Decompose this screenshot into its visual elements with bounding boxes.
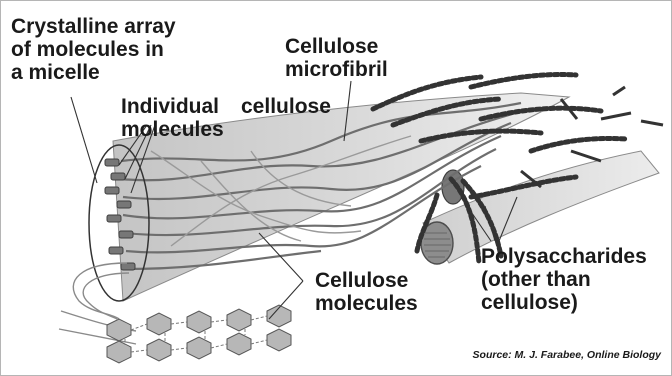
label-polysaccharides-line2: (other than — [481, 268, 647, 291]
label-crystalline-line3: a micelle — [11, 61, 176, 84]
label-cellulose-molecules: Cellulose molecules — [315, 269, 418, 315]
glucose-chain — [107, 305, 291, 363]
label-individual: Individual — [121, 95, 224, 118]
label-cellulose-word: cellulose — [241, 95, 331, 118]
label-cellulose-molecules-line2: molecules — [315, 292, 418, 315]
source-credit: Source: M. J. Farabee, Online Biology — [473, 349, 661, 361]
label-individual-molecules: Individual molecules — [121, 95, 224, 141]
label-cellulose-microfibril: Cellulose microfibril — [285, 35, 388, 81]
label-crystalline-array: Crystalline array of molecules in a mice… — [11, 15, 176, 84]
label-crystalline-line2: of molecules in — [11, 38, 176, 61]
label-microfibril-line1: Cellulose — [285, 35, 388, 58]
leader-crystalline — [71, 97, 97, 183]
label-polysaccharides-line1: Polysaccharides — [481, 245, 647, 268]
label-polysaccharides: Polysaccharides (other than cellulose) — [481, 245, 647, 314]
label-crystalline-line1: Crystalline array — [11, 15, 176, 38]
label-cellulose-molecules-line1: Cellulose — [315, 269, 418, 292]
label-polysaccharides-line3: cellulose) — [481, 291, 647, 314]
label-microfibril-line2: microfibril — [285, 58, 388, 81]
label-molecules: molecules — [121, 118, 224, 141]
